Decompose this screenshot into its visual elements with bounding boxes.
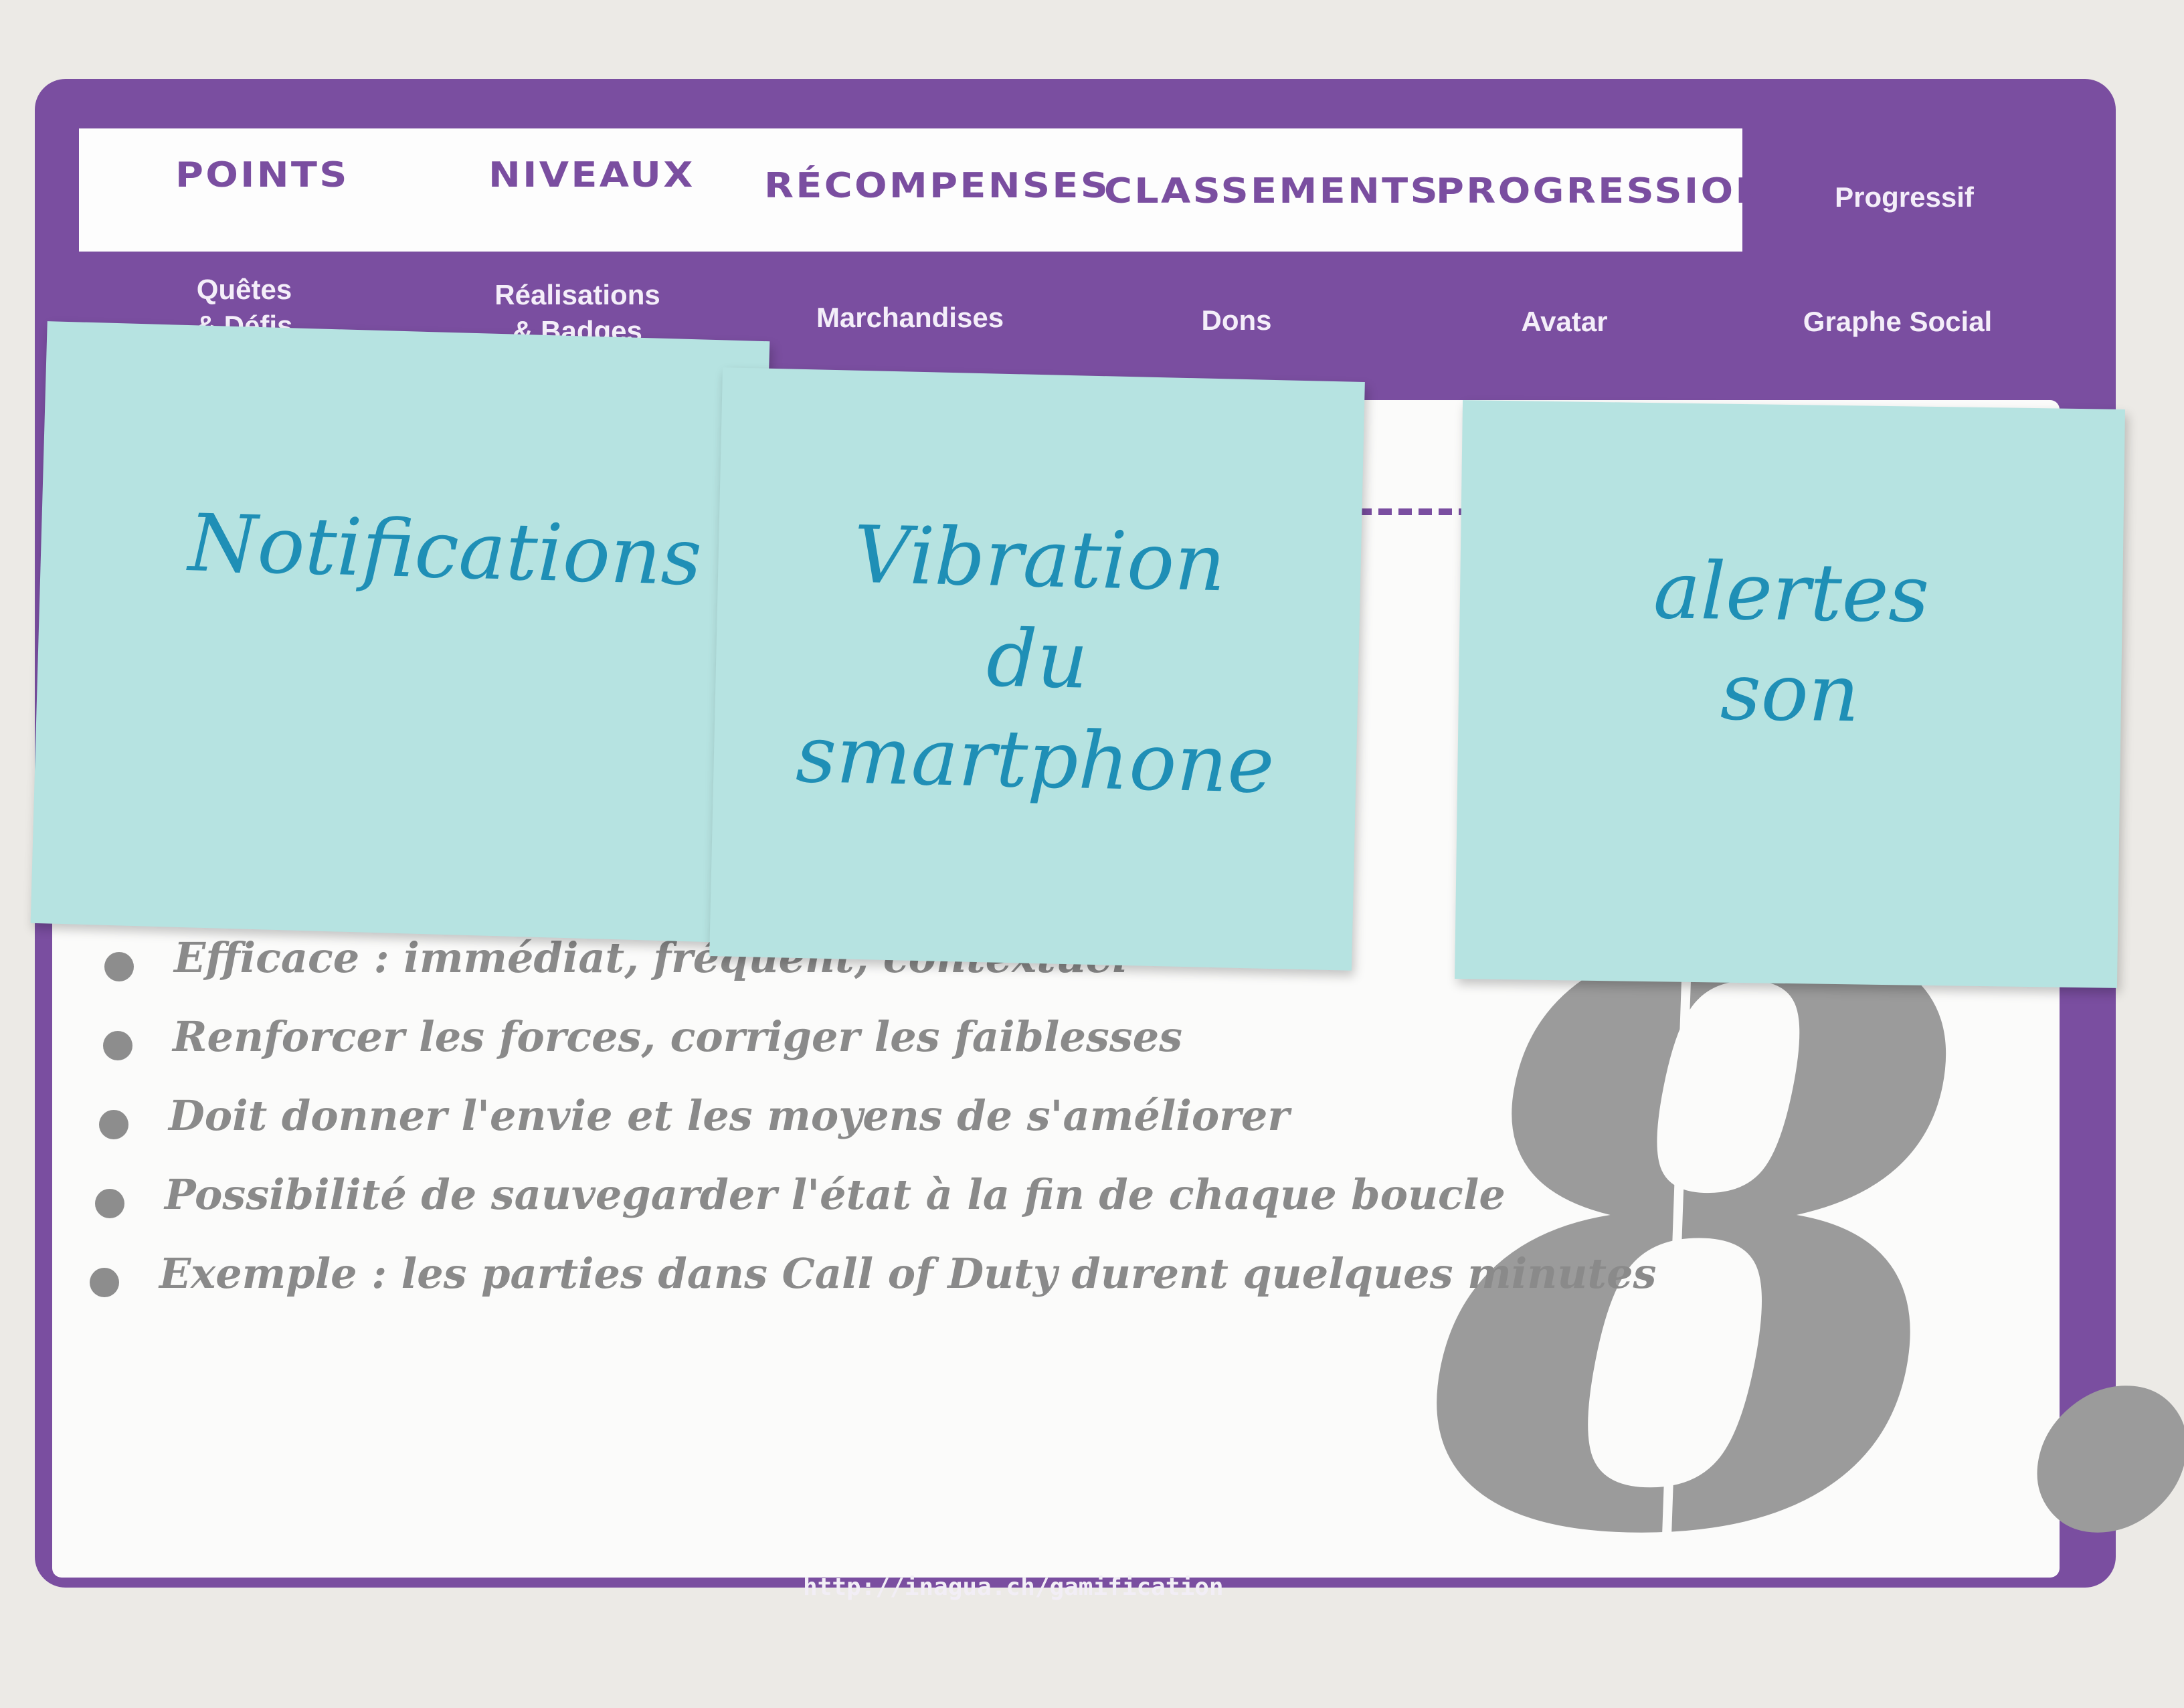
sub-graphe-social: Graphe Social <box>1803 306 1993 337</box>
sticky-note-notifications[interactable]: Notifications <box>30 321 770 943</box>
note-text: alertes son <box>1653 544 1930 740</box>
note-text: Vibration du smartphone <box>794 508 1275 812</box>
category-classements: Classements <box>1104 171 1440 211</box>
sticky-note-alertes[interactable]: alertes son <box>1455 400 2125 988</box>
category-progressif: Progressif <box>1835 181 1974 213</box>
dashed-rule <box>1358 508 1472 515</box>
bullet-icon <box>99 1110 128 1139</box>
sub-dons: Dons <box>1201 304 1272 336</box>
list-item: Possibilité de sauvegarder l'état à la f… <box>84 1170 1661 1249</box>
bullet-icon <box>104 952 134 981</box>
sub-marchandises: Marchandises <box>816 302 1004 333</box>
bullet-icon <box>103 1031 132 1060</box>
category-progression: Progression <box>1436 171 1770 211</box>
bullet-list: Efficace : immédiat, fréquent, contextue… <box>90 933 1671 1328</box>
list-item: Doit donner l'envie et les moyens de s'a… <box>88 1091 1665 1170</box>
list-item: Renforcer les forces, corriger les faibl… <box>92 1012 1669 1091</box>
sub-avatar: Avatar <box>1521 306 1608 337</box>
bullet-icon <box>90 1268 119 1297</box>
sticky-note-vibration[interactable]: Vibration du smartphone <box>709 367 1365 971</box>
category-points: Points <box>175 155 349 195</box>
footer-url: http://inagua.ch/gamification <box>803 1574 1224 1601</box>
top-categories-box <box>79 128 1742 252</box>
category-niveaux: Niveaux <box>488 155 695 195</box>
list-item: Exemple : les parties dans Call of Duty … <box>79 1249 1656 1328</box>
category-recompenses: Récompenses <box>764 166 1111 206</box>
bullet-icon <box>95 1189 124 1218</box>
